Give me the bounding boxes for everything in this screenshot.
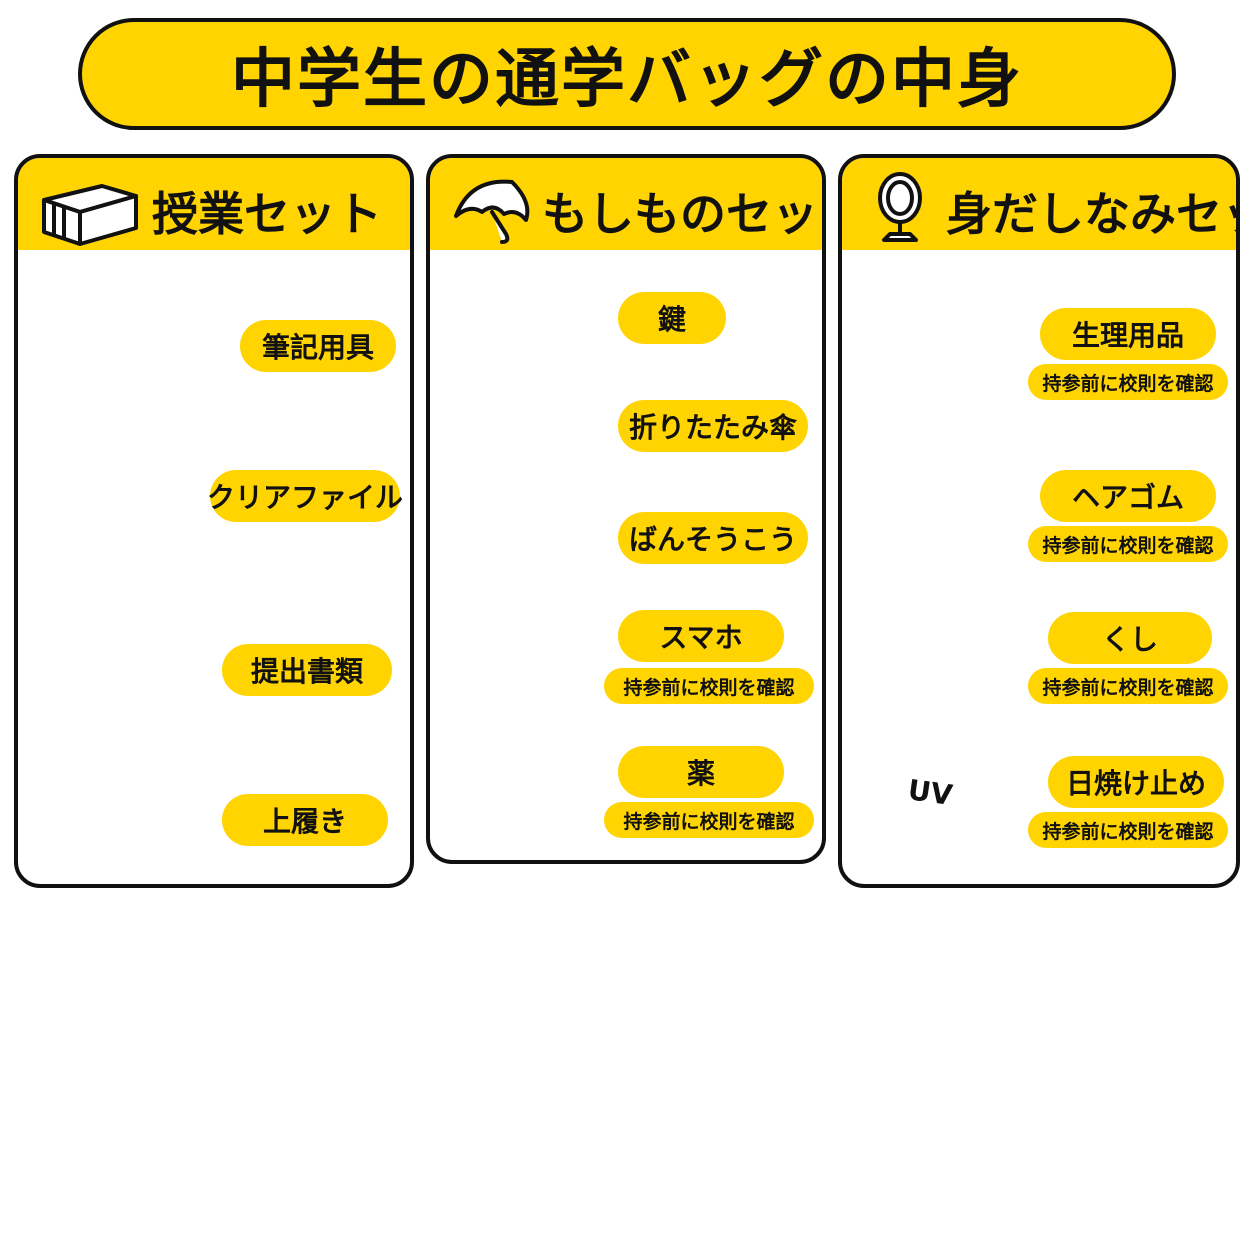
- books-icon: [42, 184, 138, 246]
- item-key-label: 鍵: [657, 303, 686, 336]
- item-writing-tools-label: 筆記用具: [261, 331, 374, 364]
- item-sunscreen-label: 日焼け止め: [1065, 767, 1206, 800]
- panel-emergency-set-header: もしものセット: [430, 158, 822, 250]
- panel-grooming-set-header: 身だしなみセット: [842, 158, 1236, 250]
- item-bandage: ばんそうこう: [618, 512, 808, 564]
- item-documents: 提出書類: [222, 644, 392, 696]
- umbrella-icon: [454, 179, 530, 244]
- item-comb-note: 持参前に校則を確認: [1028, 668, 1228, 704]
- item-smartphone: スマホ: [618, 610, 784, 662]
- item-sunscreen-note: 持参前に校則を確認: [1028, 812, 1228, 848]
- item-sunscreen: 日焼け止め: [1048, 756, 1224, 808]
- mirror-icon: [878, 172, 922, 242]
- page-title-banner: 中学生の通学バッグの中身: [78, 18, 1176, 130]
- item-writing-tools: 筆記用具: [240, 320, 396, 372]
- item-medicine-label: 薬: [686, 757, 715, 790]
- item-sunscreen-note-text: 持参前に校則を確認: [1042, 820, 1214, 843]
- item-smartphone-note: 持参前に校則を確認: [604, 668, 814, 704]
- item-documents-label: 提出書類: [250, 655, 363, 688]
- item-hair-tie-note: 持参前に校則を確認: [1028, 526, 1228, 562]
- item-sanitary-label: 生理用品: [1071, 319, 1184, 352]
- panel-emergency-set: もしものセット 鍵 折りたたみ傘 ばんそうこう: [426, 154, 826, 864]
- item-comb-label: くし: [1101, 623, 1158, 656]
- item-sanitary: 生理用品: [1040, 308, 1216, 360]
- item-clear-file-label: クリアファイル: [207, 481, 404, 514]
- item-indoor-shoes-label: 上履き: [262, 805, 347, 838]
- item-sanitary-note-text: 持参前に校則を確認: [1042, 372, 1214, 395]
- page-title: 中学生の通学バッグの中身: [231, 43, 1023, 117]
- item-key: 鍵: [618, 292, 726, 344]
- panel-class-set-header: 授業セット: [18, 158, 410, 250]
- item-indoor-shoes: 上履き: [222, 794, 388, 846]
- item-folding-umbrella-label: 折りたたみ傘: [628, 411, 797, 444]
- item-smartphone-note-text: 持参前に校則を確認: [623, 676, 795, 699]
- item-smartphone-label: スマホ: [659, 621, 743, 654]
- panel-grooming-set-title: 身だしなみセット: [946, 187, 1236, 241]
- item-clear-file: クリアファイル: [207, 470, 404, 522]
- item-medicine-note-text: 持参前に校則を確認: [623, 810, 795, 833]
- panel-emergency-set-title: もしものセット: [542, 187, 822, 241]
- item-medicine: 薬: [618, 746, 784, 798]
- panel-class-set-title: 授業セット: [152, 187, 382, 241]
- item-medicine-note: 持参前に校則を確認: [604, 802, 814, 838]
- item-comb: くし: [1048, 612, 1212, 664]
- item-hair-tie: ヘアゴム: [1040, 470, 1216, 522]
- item-hair-tie-label: ヘアゴム: [1071, 481, 1184, 514]
- panel-grooming-set: 身だしなみセット 生理用品 持参前に校則を確認 ヘアゴム 持参前: [838, 154, 1240, 888]
- item-comb-note-text: 持参前に校則を確認: [1042, 676, 1214, 699]
- sunscreen-uv-text: UV: [905, 773, 955, 812]
- item-hair-tie-note-text: 持参前に校則を確認: [1042, 534, 1214, 557]
- panel-class-set: 授業セット 筆記用具 クリアファイル: [14, 154, 414, 888]
- item-sanitary-note: 持参前に校則を確認: [1028, 364, 1228, 400]
- item-folding-umbrella: 折りたたみ傘: [618, 400, 808, 452]
- item-bandage-label: ばんそうこう: [628, 523, 797, 556]
